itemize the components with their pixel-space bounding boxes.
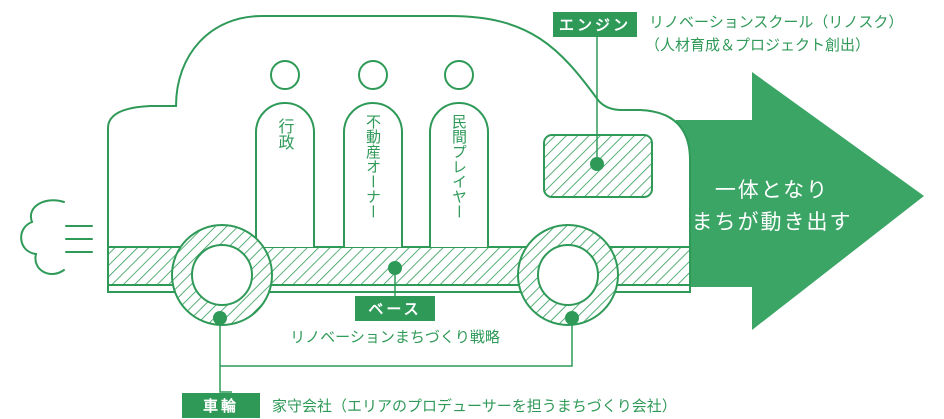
wheels-description: 家守会社（エリアのプロデューサーを担うまちづくり会社） (272, 397, 677, 415)
rear-wheel (517, 224, 619, 326)
passenger-fudosan-owner: 不動産オーナー (343, 60, 403, 247)
engine-tag: エンジン (559, 16, 631, 34)
front-wheel (171, 224, 273, 326)
passenger-minkan-player: 民間プレイヤー (429, 60, 489, 247)
arrow-text-line2: まちが動き出す (692, 210, 853, 234)
passenger-label-minkan-player: 民間プレイヤー (450, 114, 468, 219)
forward-arrow (676, 72, 924, 330)
base-tag: ベース (368, 300, 421, 318)
front-wheel-dot (213, 311, 227, 325)
rear-wheel-dot (565, 311, 579, 325)
base-dot (388, 261, 402, 275)
passenger-gyosei: 行政 (255, 60, 315, 247)
engine-title: リノベーションスクール（リノスク） (649, 13, 903, 31)
passenger-label-fudosan-owner: 不動産オーナー (364, 114, 382, 219)
engine-subtitle: （人材育成＆プロジェクト創出） (645, 36, 870, 54)
exhaust-cloud-icon (20, 199, 93, 275)
arrow-text-line1: 一体となり (715, 178, 829, 202)
wheels-connector (219, 318, 232, 393)
wheels-connector-rear (220, 318, 573, 367)
wheels-tag-box (182, 393, 260, 418)
passenger-label-gyosei: 行政 (276, 118, 295, 150)
engine-dot (590, 157, 604, 171)
engine-tag-box (553, 12, 637, 37)
wheels-tag: 車輪 (203, 397, 239, 415)
base-description: リノベーションまちづくり戦略 (290, 328, 500, 346)
base-tag-box (355, 296, 435, 321)
